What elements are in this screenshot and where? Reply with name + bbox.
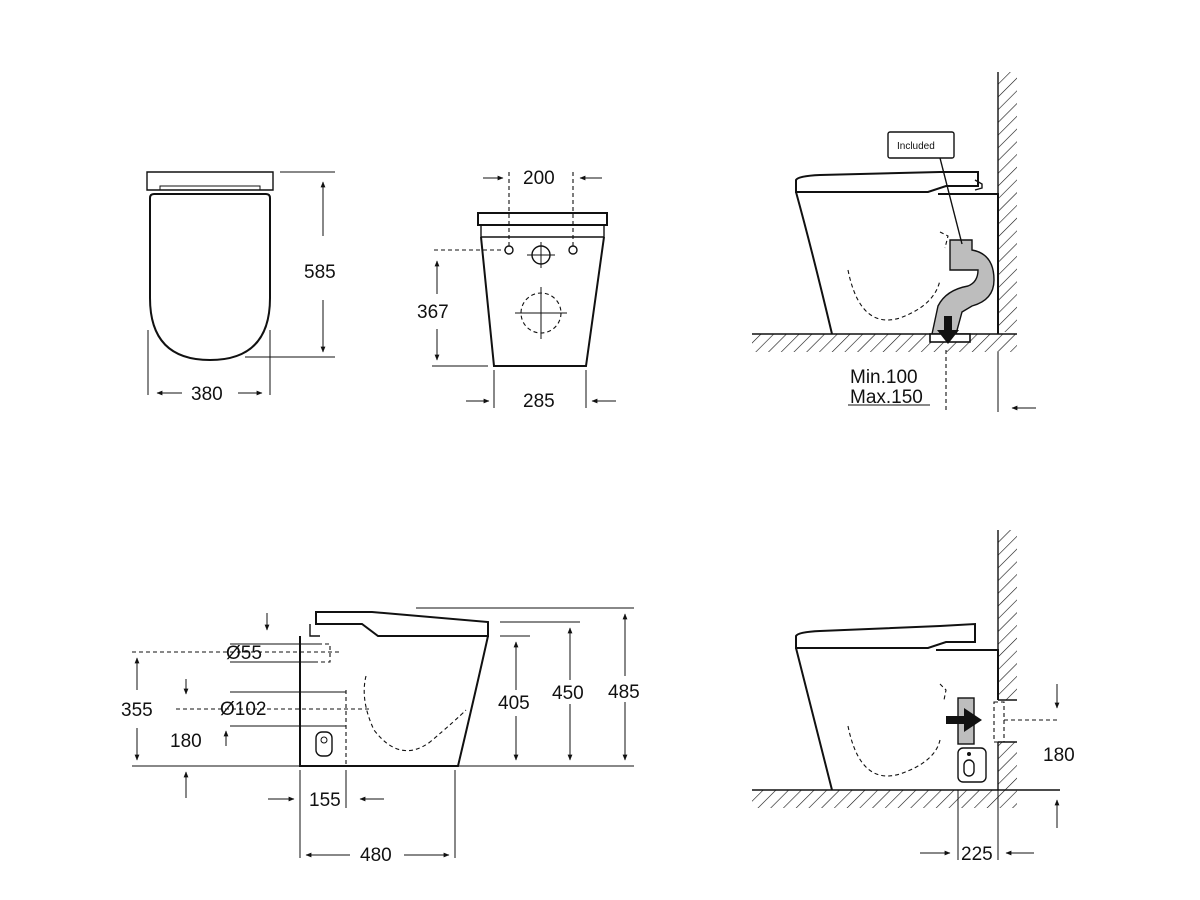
floor-hatch-top-right (752, 334, 1017, 352)
side-view-floor-outlet: Included Min.100 Max.150 (752, 72, 1036, 412)
rear-view-bolt-spacing-label: 200 (523, 168, 555, 189)
inlet-diameter-label: Ø55 (226, 643, 262, 664)
top-view: 585 380 (146, 171, 336, 405)
inlet-height-label: 355 (121, 700, 153, 721)
top-view-width-label: 380 (191, 384, 223, 405)
top-view-seat-hinge (146, 171, 274, 191)
bolt-hole-right (568, 245, 578, 255)
top-view-bowl-outline (149, 193, 271, 362)
floor-outlet-pipe (931, 239, 995, 335)
overall-depth-label: 480 (360, 845, 392, 866)
wall-outlet-height-label: 180 (1043, 745, 1075, 766)
top-view-depth-label: 585 (304, 262, 336, 283)
side-view-dimensioned: Ø55 Ø102 355 180 405 450 485 155 (121, 607, 640, 866)
callout-included-label: Included (897, 141, 935, 152)
rear-view-height-label: 367 (417, 302, 449, 323)
wall-hatch-top-right (998, 72, 1017, 332)
rear-view-base-width-label: 285 (523, 391, 555, 412)
bowl-outline-top-right (795, 191, 999, 335)
inlet-offset-label: 155 (309, 790, 341, 811)
callout-box (887, 131, 955, 159)
rear-view-seat (477, 212, 608, 226)
floor-hatch-bottom-right (752, 790, 1017, 808)
seat-lid-bottom-left (315, 611, 489, 637)
wall-offset-label: 225 (961, 844, 993, 865)
outlet-center-height-label: 180 (170, 731, 202, 752)
offset-min-label: Min.100 (850, 367, 918, 388)
bolt-hole-left (504, 245, 514, 255)
rear-view-body (480, 236, 605, 367)
rear-view: 200 367 285 (417, 168, 616, 412)
seat-lid-bottom-right (795, 622, 976, 649)
bowl-outline-bottom-right (795, 647, 999, 791)
rim-height-label: 405 (498, 693, 530, 714)
seat-lid-top-right (795, 171, 979, 193)
side-view-wall-outlet: 180 225 (752, 530, 1075, 865)
outlet-diameter-label: Ø102 (220, 699, 266, 720)
seat-height-label: 450 (552, 683, 584, 704)
wall-hatch-bottom-right (998, 530, 1017, 700)
offset-max-label: Max.150 (850, 387, 923, 408)
bowl-body-bottom-left (299, 635, 489, 767)
overall-height-label: 485 (608, 682, 640, 703)
